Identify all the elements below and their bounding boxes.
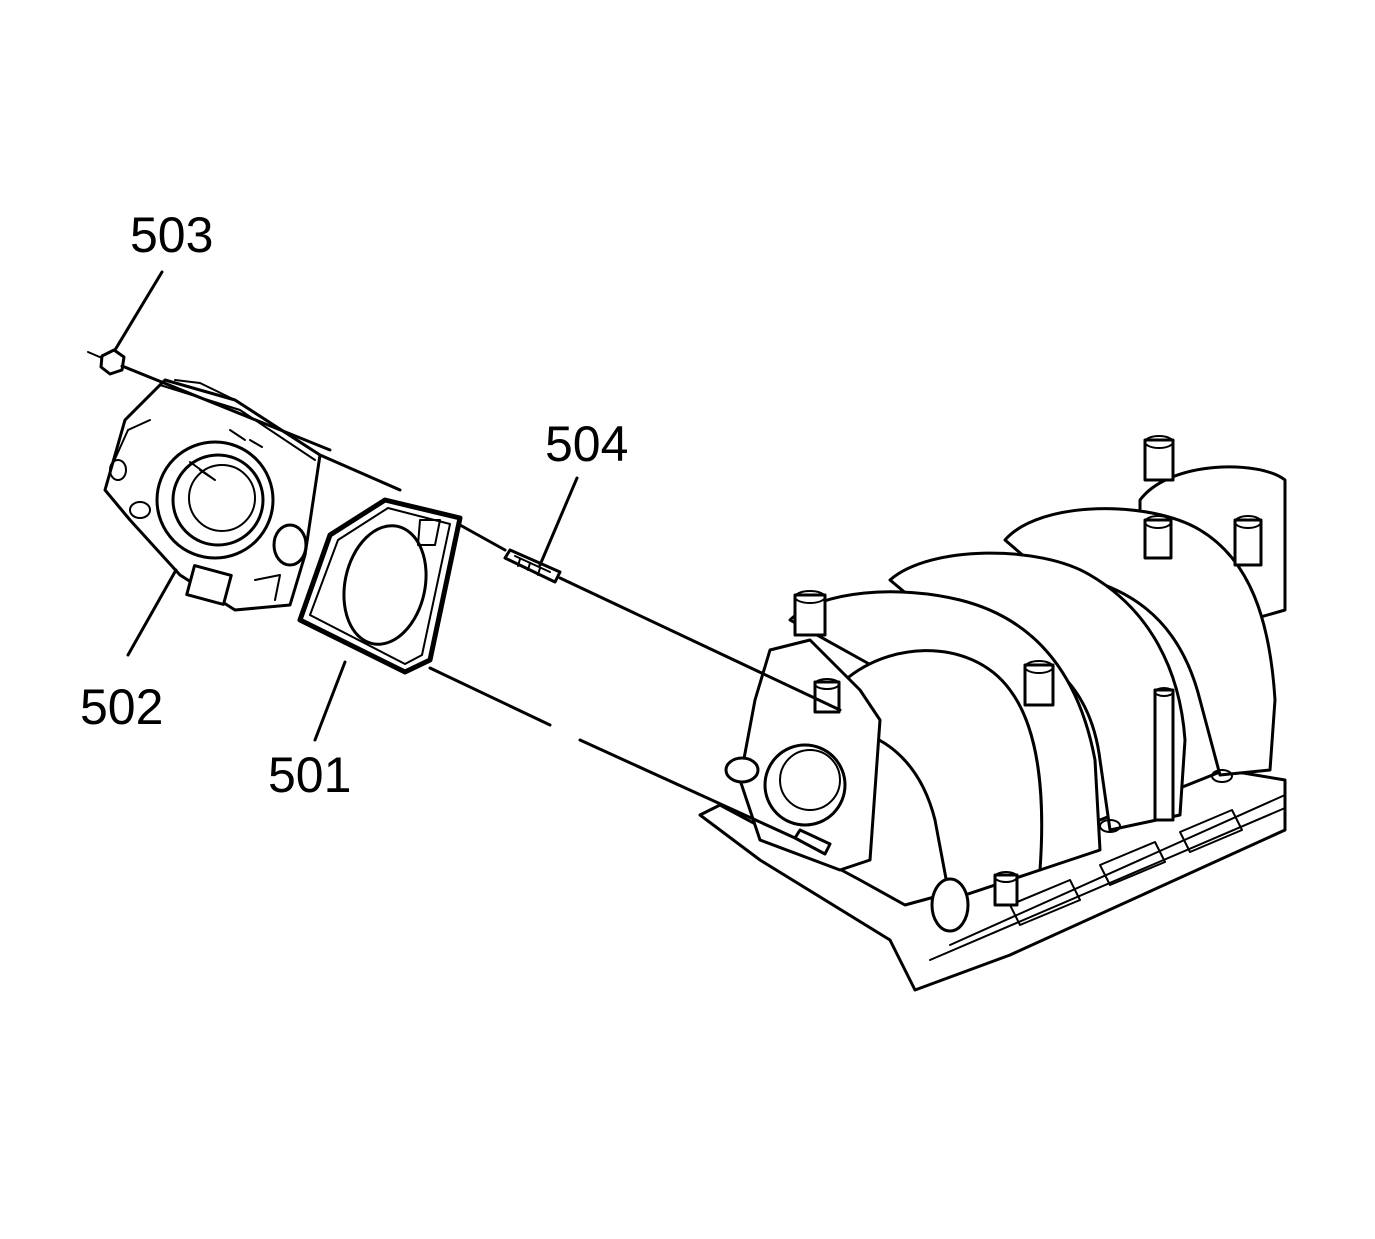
throttle-body [103, 378, 322, 612]
callout-502: 502 [80, 679, 163, 735]
callout-labels: 503 504 502 501 [80, 207, 628, 803]
leader-501 [313, 660, 347, 742]
throttle-body-nut [87, 348, 126, 376]
alignment-lines [120, 364, 842, 840]
intake-manifold [698, 435, 1287, 992]
callout-503: 503 [130, 207, 213, 263]
leader-503 [113, 270, 164, 352]
leader-lines [113, 270, 579, 742]
leader-502 [126, 568, 178, 657]
throttle-body-gasket [297, 497, 463, 675]
leader-504 [538, 476, 579, 567]
callout-501: 501 [268, 747, 351, 803]
callout-504: 504 [545, 416, 628, 472]
throttle-body-stud [503, 548, 832, 856]
